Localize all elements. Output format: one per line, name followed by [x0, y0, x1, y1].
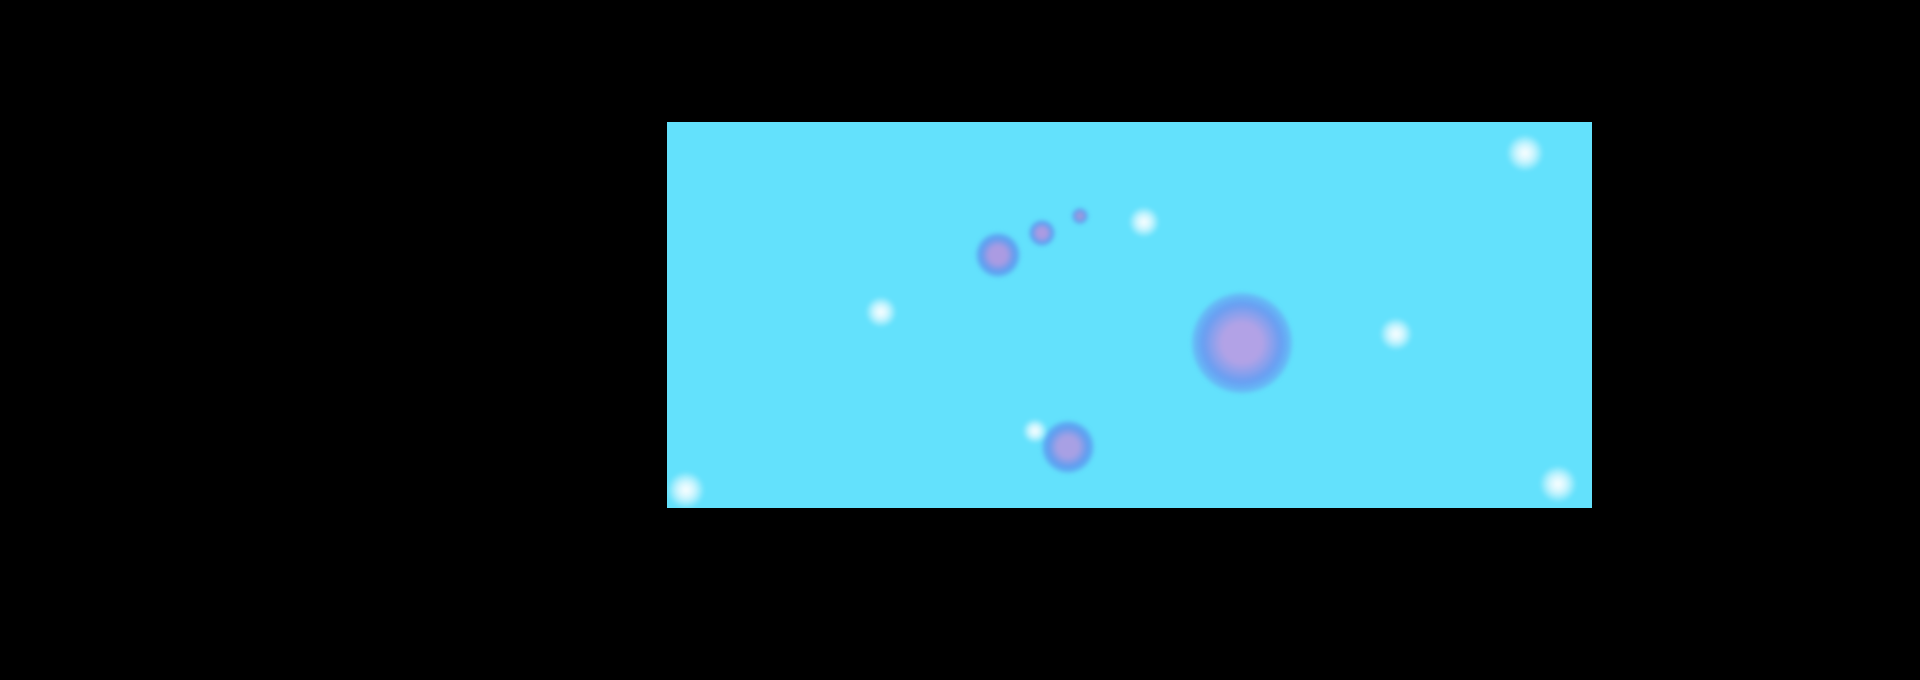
bubble[interactable] — [1042, 421, 1094, 473]
sparkle — [668, 472, 704, 508]
sparkle — [1023, 419, 1047, 443]
sparkle — [1129, 207, 1159, 237]
sparkle — [1540, 466, 1576, 502]
bubble[interactable] — [976, 233, 1020, 277]
bubble[interactable] — [1192, 293, 1292, 393]
sparkle — [1380, 318, 1412, 350]
sparkle — [866, 297, 896, 327]
game-canvas[interactable] — [667, 122, 1592, 508]
bubble[interactable] — [1029, 220, 1055, 246]
sparkle — [1507, 135, 1543, 171]
bubble[interactable] — [1072, 208, 1088, 224]
